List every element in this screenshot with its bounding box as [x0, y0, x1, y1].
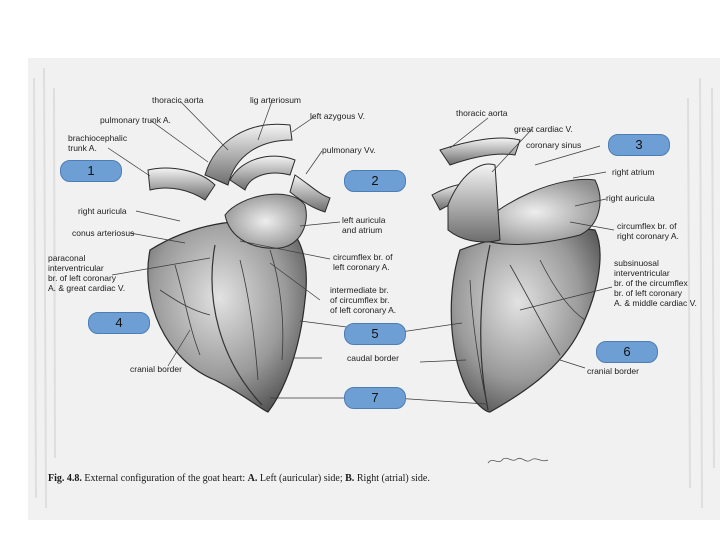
heart-left-side: [147, 123, 331, 413]
heart-right-side: [431, 137, 601, 413]
label-left-auricula: left auricula and atrium: [342, 215, 386, 235]
caption-b-label: B.: [345, 473, 355, 484]
badge-6: 6: [596, 341, 658, 363]
caption-a-text: Left (auricular) side;: [259, 473, 343, 484]
label-cranial-border-left: cranial border: [130, 364, 182, 374]
label-great-cardiac: great cardiac V.: [514, 124, 573, 134]
label-circumflex-right: circumflex br. of right coronary A.: [617, 221, 679, 241]
badge-7: 7: [344, 387, 406, 409]
label-brachiocephalic: brachiocephalic trunk A.: [68, 133, 128, 153]
badge-3: 3: [608, 134, 670, 156]
label-paraconal: paraconal interventricular br. of left c…: [48, 253, 126, 293]
label-subsinuosal: subsinuosal interventricular br. of the …: [614, 258, 697, 308]
figure-caption: Fig. 4.8. External configuration of the …: [48, 473, 430, 484]
label-left-azygous: left azygous V.: [310, 111, 365, 121]
caption-a-label: A.: [247, 473, 258, 484]
caption-fig: Fig. 4.8.: [48, 473, 82, 484]
badge-5: 5: [344, 323, 406, 345]
label-coronary-sinus: coronary sinus: [526, 140, 582, 150]
badge-4: 4: [88, 312, 150, 334]
label-pulmonary-trunk: pulmonary trunk A.: [100, 115, 171, 125]
label-thoracic-aorta-right: thoracic aorta: [456, 108, 508, 118]
label-intermediate: intermediate br. of circumflex br. of le…: [330, 285, 397, 315]
caption-b-text: Right (atrial) side.: [356, 473, 430, 484]
badge-2: 2: [344, 170, 406, 192]
badge-1: 1: [60, 160, 122, 182]
label-right-auricula-right: right auricula: [606, 193, 655, 203]
label-lig-arteriosum: lig arteriosum: [250, 95, 302, 105]
label-thoracic-aorta-left: thoracic aorta: [152, 95, 204, 105]
label-right-auricula-left: right auricula: [78, 206, 127, 216]
label-cranial-border-right: cranial border: [587, 366, 639, 376]
label-conus-arteriosus: conus arteriosus: [72, 228, 135, 238]
label-right-atrium: right atrium: [612, 167, 655, 177]
artist-signature: [487, 457, 549, 464]
label-pulmonary-vv: pulmonary Vv.: [322, 145, 376, 155]
label-caudal-border: caudal border: [347, 353, 399, 363]
leader-lines: [107, 100, 615, 405]
label-circumflex-left: circumflex br. of left coronary A.: [333, 252, 393, 272]
caption-text: External configuration of the goat heart…: [84, 473, 246, 484]
bleed-through-texture: [33, 67, 715, 509]
